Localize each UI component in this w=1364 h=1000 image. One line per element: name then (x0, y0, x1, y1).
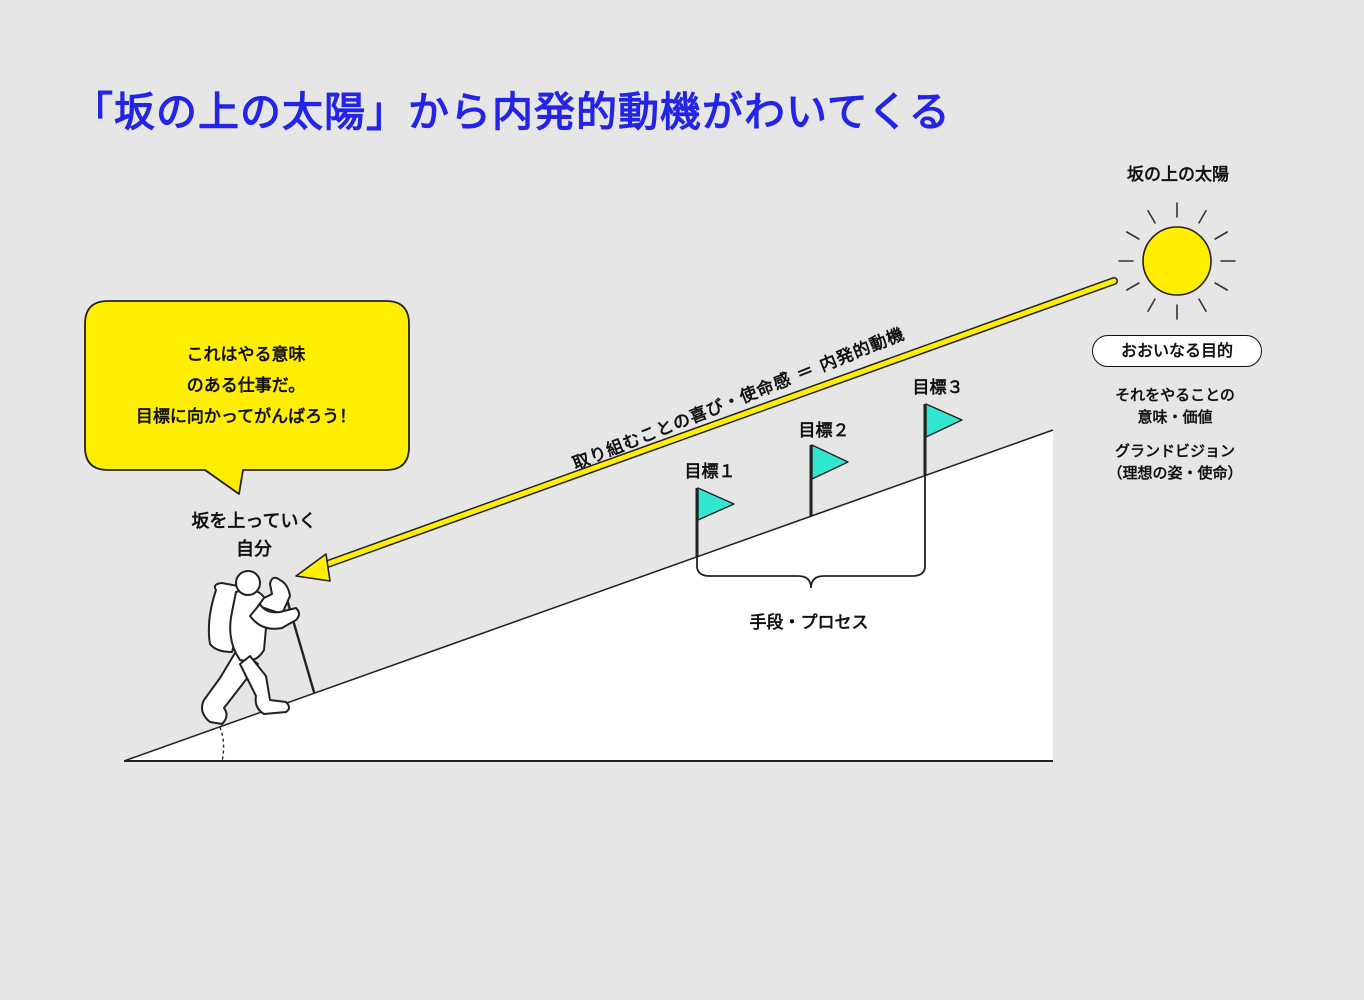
goal-label-1: 目標１ (684, 462, 736, 482)
sun-ray (1198, 298, 1207, 313)
vision-line-1: グランドビジョン (1114, 442, 1235, 460)
motivation-arrow (295, 277, 1118, 582)
vision-line-2: （理想の姿・使命） (1107, 464, 1243, 482)
sun-icon (1118, 202, 1236, 320)
sun-ray (1147, 209, 1156, 224)
purpose-badge: おおいなる目的 (1092, 335, 1262, 367)
meaning-line-2: 意味・価値 (1137, 408, 1213, 426)
sun-label: 坂の上の太陽 (1127, 165, 1229, 185)
sun-ray (1198, 209, 1207, 224)
goal-label-2: 目標２ (798, 421, 850, 441)
process-brace (696, 475, 926, 589)
vision-text: グランドビジョン （理想の姿・使命） (1091, 440, 1259, 484)
sun-ray (1147, 298, 1156, 313)
sun-ray (1125, 231, 1140, 240)
goal-label-3: 目標３ (912, 378, 964, 398)
speech-bubble-text: これはやる意味 のある仕事だ。 目標に向かってがんばろう！ (98, 340, 394, 433)
goal-flag-2 (809, 444, 849, 516)
page-title: 「坂の上の太陽」から内発的動機がわいてくる (72, 88, 951, 136)
bubble-line-3: 目標に向かってがんばろう！ (135, 407, 357, 427)
angle-arc (219, 726, 225, 762)
meaning-line-1: それをやることの (1115, 386, 1235, 404)
meaning-text: それをやることの 意味・価値 (1097, 384, 1253, 428)
bubble-line-2: のある仕事だ。 (186, 376, 306, 396)
speech-bubble (84, 300, 410, 495)
process-label: 手段・プロセス (749, 613, 869, 633)
climber-label: 坂を上っていく 自分 (164, 508, 344, 564)
bubble-line-1: これはやる意味 (186, 345, 306, 365)
goal-flag-1 (695, 487, 735, 557)
sun-ray (1214, 231, 1229, 240)
sun-ray (1125, 282, 1140, 291)
sun-ray (1214, 282, 1229, 291)
climber-label-line-2: 自分 (236, 539, 272, 560)
climber-figure (201, 570, 316, 725)
climber-label-line-1: 坂を上っていく (191, 511, 317, 532)
goal-flag-3 (923, 403, 963, 475)
